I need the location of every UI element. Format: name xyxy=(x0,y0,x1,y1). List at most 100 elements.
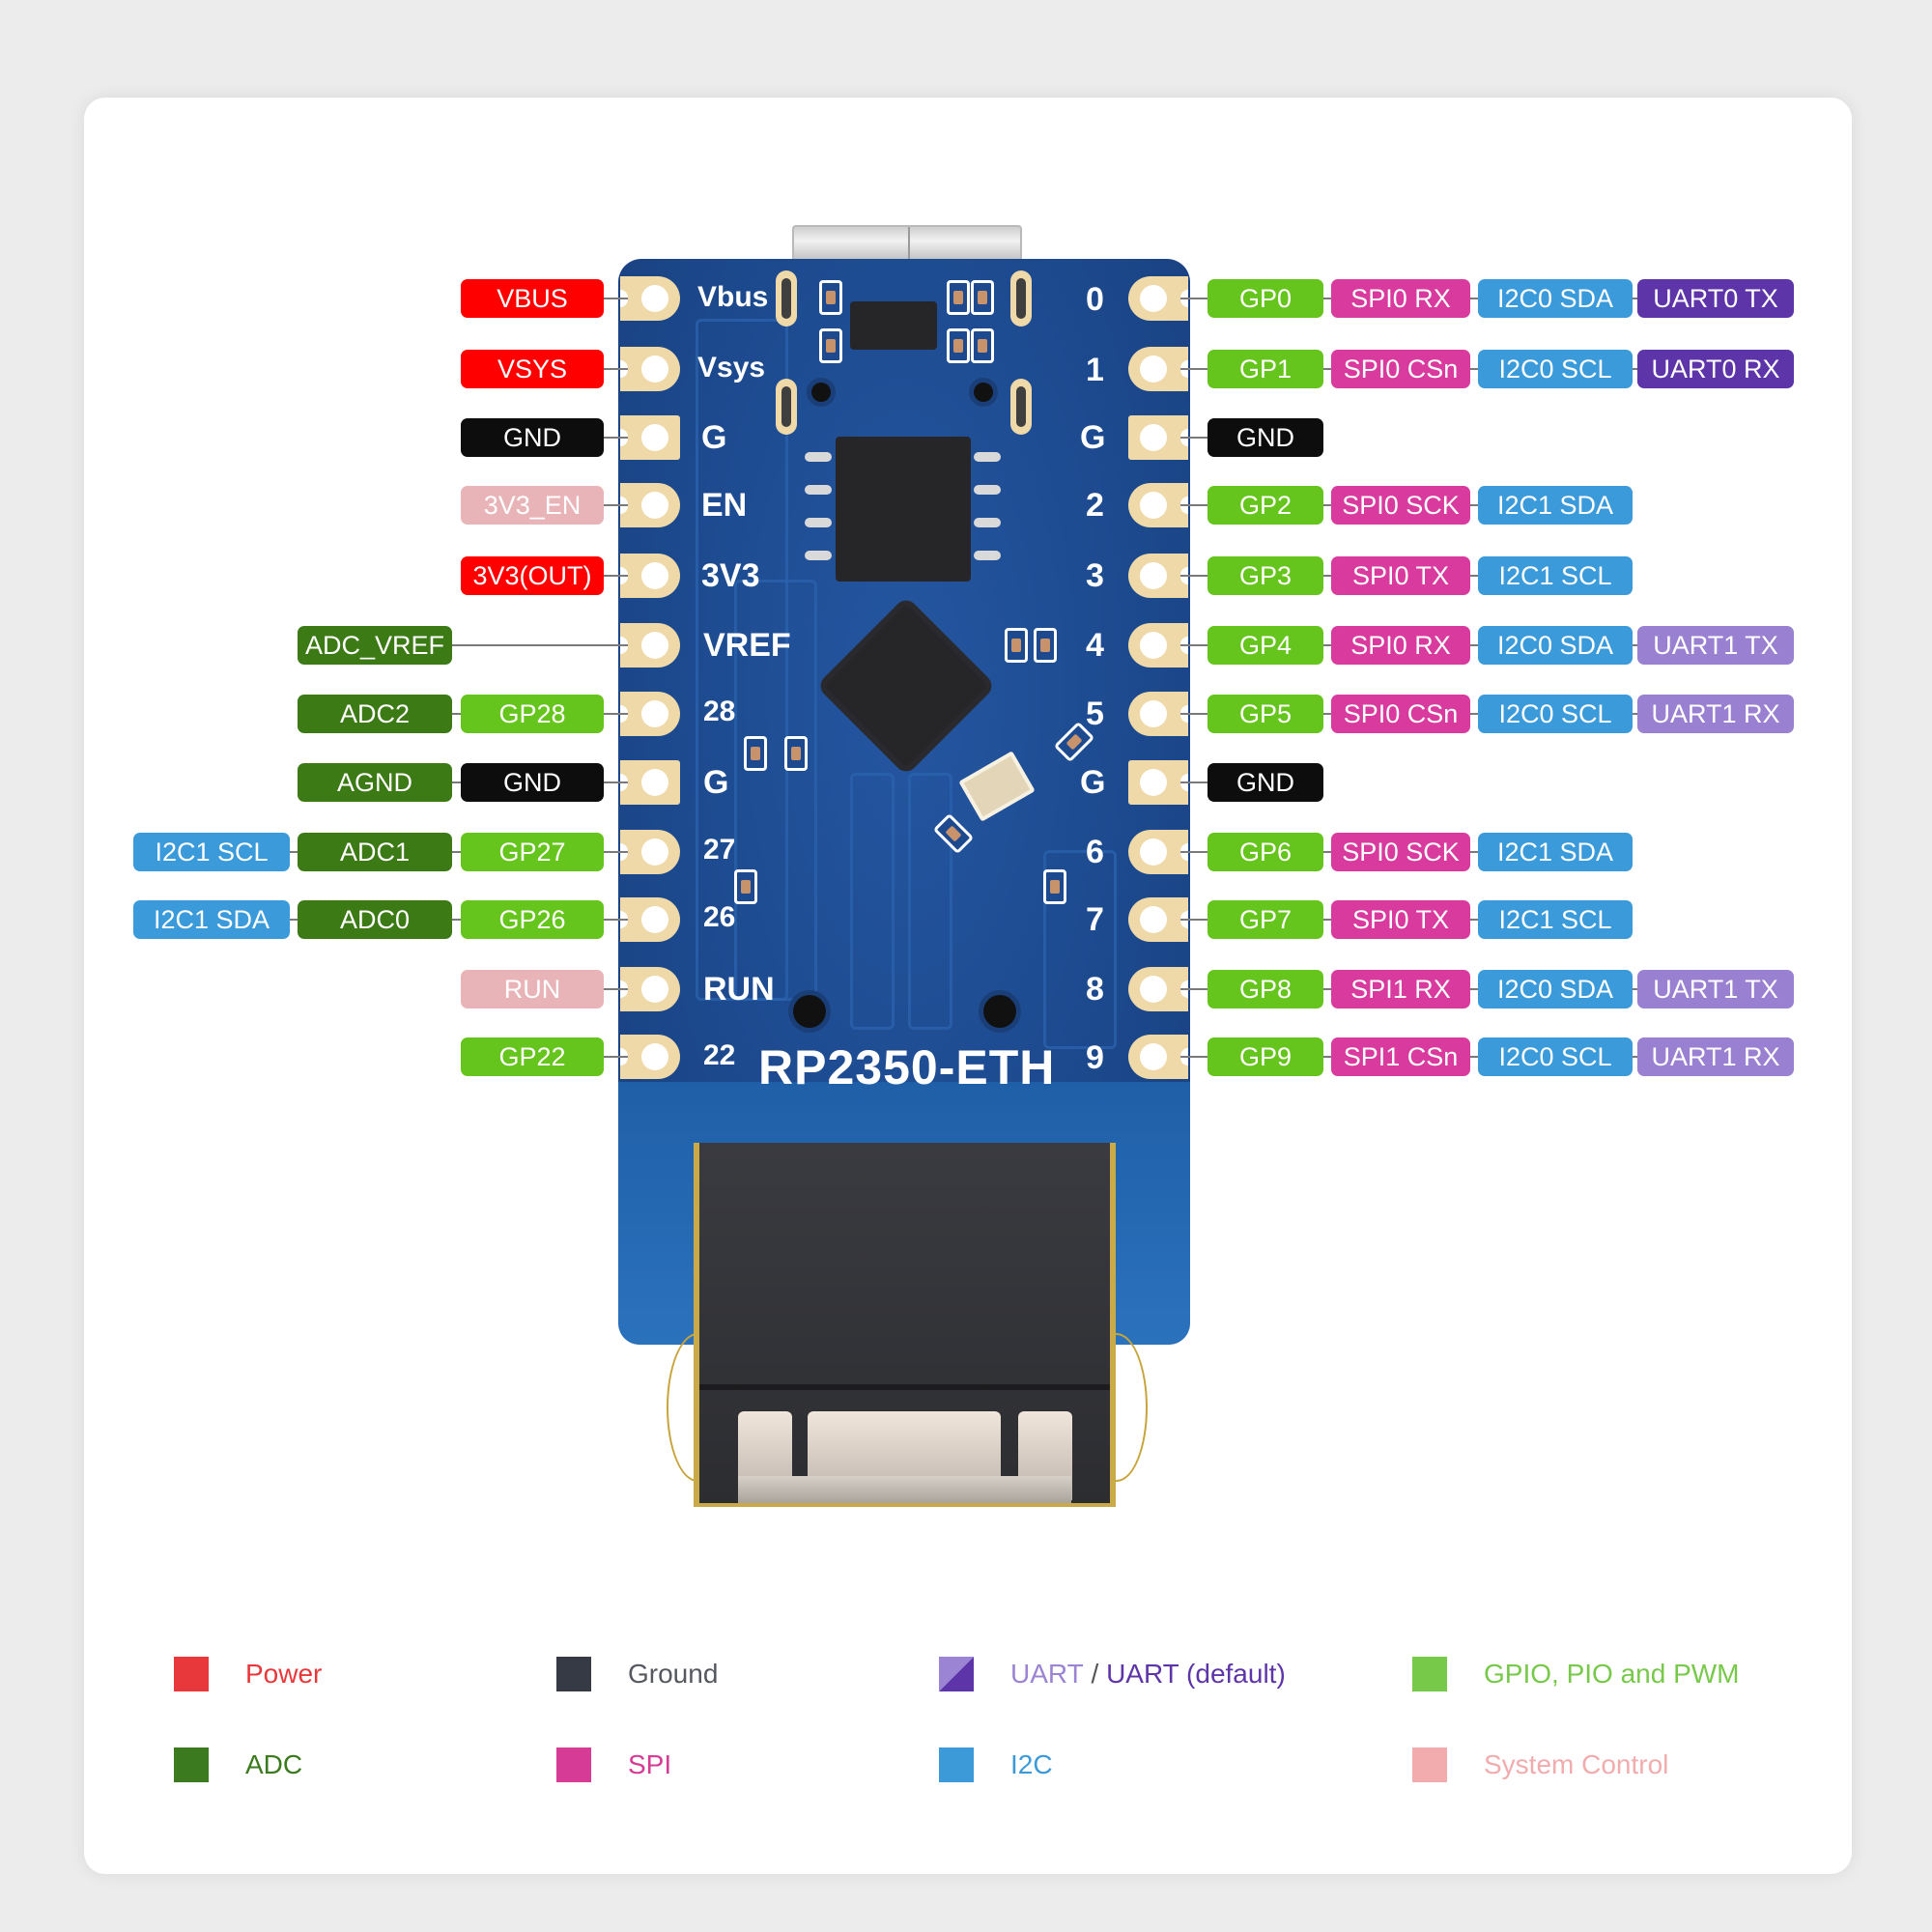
pin-connector-line xyxy=(1180,504,1478,506)
pin-connector-line xyxy=(604,298,628,299)
pin-label-ground: GND xyxy=(1208,418,1323,457)
silk-left-7: G xyxy=(703,764,729,801)
mounting-hole xyxy=(983,995,1016,1028)
pin-label-uart: UART1 RX xyxy=(1637,1037,1794,1076)
pin-label-i2c: I2C1 SCL xyxy=(1478,556,1633,595)
legend-ground: Ground xyxy=(556,1655,718,1693)
legend-label-i2c: I2C xyxy=(1010,1749,1053,1779)
legend-label-uart-separator: / xyxy=(1083,1659,1107,1689)
pin-connector-line xyxy=(290,851,628,853)
legend-swatch-gpio xyxy=(1412,1657,1447,1691)
pin-label-i2c: I2C1 SCL xyxy=(1478,900,1633,939)
pin-pad-left xyxy=(620,1035,680,1079)
chip-leg xyxy=(805,452,832,462)
pin-hole xyxy=(641,285,668,312)
pin-connector-line xyxy=(1180,575,1478,577)
pin-connector-line xyxy=(604,368,628,370)
legend-swatch-system-control xyxy=(1412,1747,1447,1782)
pin-connector-line xyxy=(290,919,628,921)
pcb-trace xyxy=(1043,850,1117,1049)
pin-pad-right xyxy=(1128,623,1188,668)
silk-left-8: 27 xyxy=(703,834,736,866)
silk-right-9: 7 xyxy=(1086,901,1104,938)
pcb-trace xyxy=(850,773,895,1030)
pin-label-spi: SPI0 CSn xyxy=(1331,350,1470,388)
pin-connector-line xyxy=(604,437,628,439)
pin-pad-left xyxy=(620,623,680,668)
pin-label-i2c: I2C1 SCL xyxy=(133,833,290,871)
pin-pad-right xyxy=(1128,276,1188,321)
pin-label-spi: SPI1 CSn xyxy=(1331,1037,1470,1076)
legend-label-ground: Ground xyxy=(628,1659,719,1689)
pin-label-adc: ADC0 xyxy=(298,900,452,939)
pin-hole xyxy=(1140,285,1167,312)
pin-hole xyxy=(1140,838,1167,866)
pin-label-gpio: GP27 xyxy=(461,833,604,871)
pin-label-gpio: GP22 xyxy=(461,1037,604,1076)
pin-label-gpio: GP4 xyxy=(1208,626,1323,665)
pin-pad-right xyxy=(1128,347,1188,391)
pin-label-spi: SPI0 TX xyxy=(1331,556,1470,595)
pin-label-i2c: I2C1 SDA xyxy=(133,900,290,939)
chip-leg xyxy=(805,551,832,560)
pin-hole xyxy=(641,976,668,1003)
silk-right-1: 1 xyxy=(1086,352,1104,388)
pin-hole xyxy=(641,769,668,796)
smd-component xyxy=(734,869,757,904)
pin-label-system-control: 3V3_EN xyxy=(461,486,604,525)
pin-label-i2c: I2C0 SDA xyxy=(1478,279,1633,318)
pin-label-ground: GND xyxy=(461,418,604,457)
smd-component xyxy=(819,280,842,315)
smd-component xyxy=(1043,869,1066,904)
legend-power: Power xyxy=(174,1655,322,1693)
pin-label-i2c: I2C1 SDA xyxy=(1478,833,1633,871)
pin-pad-right xyxy=(1128,1035,1188,1079)
legend-label-adc: ADC xyxy=(245,1749,303,1779)
legend-swatch-adc xyxy=(174,1747,209,1782)
pin-label-adc: ADC_VREF xyxy=(298,626,452,665)
pin-hole xyxy=(641,562,668,589)
pin-pad-left xyxy=(620,415,680,460)
pin-label-uart-default: UART0 RX xyxy=(1637,350,1794,388)
smd-component xyxy=(819,328,842,363)
silk-right-2: G xyxy=(1080,419,1106,456)
pin-connector-line xyxy=(604,988,628,990)
pin-label-adc: ADC2 xyxy=(298,695,452,733)
rj45-lip xyxy=(738,1476,1071,1503)
pin-hole xyxy=(641,424,668,451)
pin-label-gpio: GP0 xyxy=(1208,279,1323,318)
legend-adc: ADC xyxy=(174,1746,302,1784)
pin-hole xyxy=(1140,632,1167,659)
pin-pad-left xyxy=(620,830,680,874)
pin-hole xyxy=(1140,906,1167,933)
pin-label-spi: SPI0 CSn xyxy=(1331,695,1470,733)
pin-pad-right xyxy=(1128,554,1188,598)
chip-leg xyxy=(974,452,1001,462)
pin-label-power: 3V3(OUT) xyxy=(461,556,604,595)
pin-hole xyxy=(641,700,668,727)
silk-left-0: Vbus xyxy=(697,281,769,313)
smd-component xyxy=(784,736,808,771)
pin-label-uart-default: UART0 TX xyxy=(1637,279,1794,318)
pin-connector-line xyxy=(604,504,628,506)
pin-pad-left xyxy=(620,760,680,805)
pin-label-spi: SPI0 TX xyxy=(1331,900,1470,939)
pin-label-gpio: GP6 xyxy=(1208,833,1323,871)
legend-spi: SPI xyxy=(556,1746,671,1784)
legend-swatch-power xyxy=(174,1657,209,1691)
pin-label-gpio: GP8 xyxy=(1208,970,1323,1009)
pin-hole xyxy=(1140,1043,1167,1070)
pin-pad-left xyxy=(620,554,680,598)
pin-hole xyxy=(641,492,668,519)
pin-label-spi: SPI0 SCK xyxy=(1331,833,1470,871)
pin-label-adc: ADC1 xyxy=(298,833,452,871)
legend-swatch-spi xyxy=(556,1747,591,1782)
pin-connector-line xyxy=(452,644,628,646)
pin-pad-left xyxy=(620,897,680,942)
pin-label-ground: GND xyxy=(1208,763,1323,802)
pin-label-i2c: I2C0 SDA xyxy=(1478,626,1633,665)
pin-pad-left xyxy=(620,276,680,321)
pcb-trace xyxy=(734,580,817,1001)
smd-component xyxy=(1034,628,1057,663)
voltage-regulator-chip xyxy=(850,301,937,350)
